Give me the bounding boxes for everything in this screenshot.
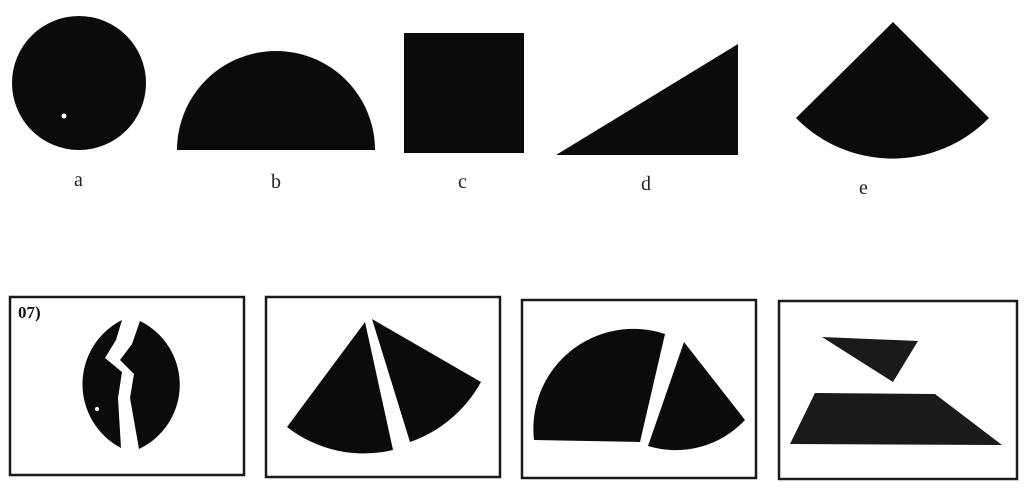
two-sectors-icon: [287, 319, 481, 454]
semicircle-and-sector-icon: [533, 328, 745, 451]
shape-label-b: b: [271, 171, 281, 193]
shape-label-d: d: [641, 173, 651, 195]
answer-box-3: [520, 298, 758, 480]
shape-a-circle-icon: [12, 16, 146, 150]
shape-c-square-icon: [404, 33, 524, 153]
shape-label-e: e: [859, 177, 868, 199]
shape-e-circular-sector-icon: [796, 22, 989, 159]
answer-box-4: [777, 299, 1019, 481]
shape-label-c: c: [458, 171, 467, 193]
triangle-and-trapezoid-icon: [790, 337, 1002, 445]
shape-d-right-triangle-icon: [556, 44, 738, 155]
shape-label-a: a: [74, 169, 83, 191]
split-circle-icon: [82, 320, 181, 449]
question-number: 07): [18, 303, 41, 322]
shape-b-semicircle-icon: [177, 51, 375, 150]
answer-box-1: [8, 295, 246, 477]
answer-box-2: [264, 295, 502, 479]
